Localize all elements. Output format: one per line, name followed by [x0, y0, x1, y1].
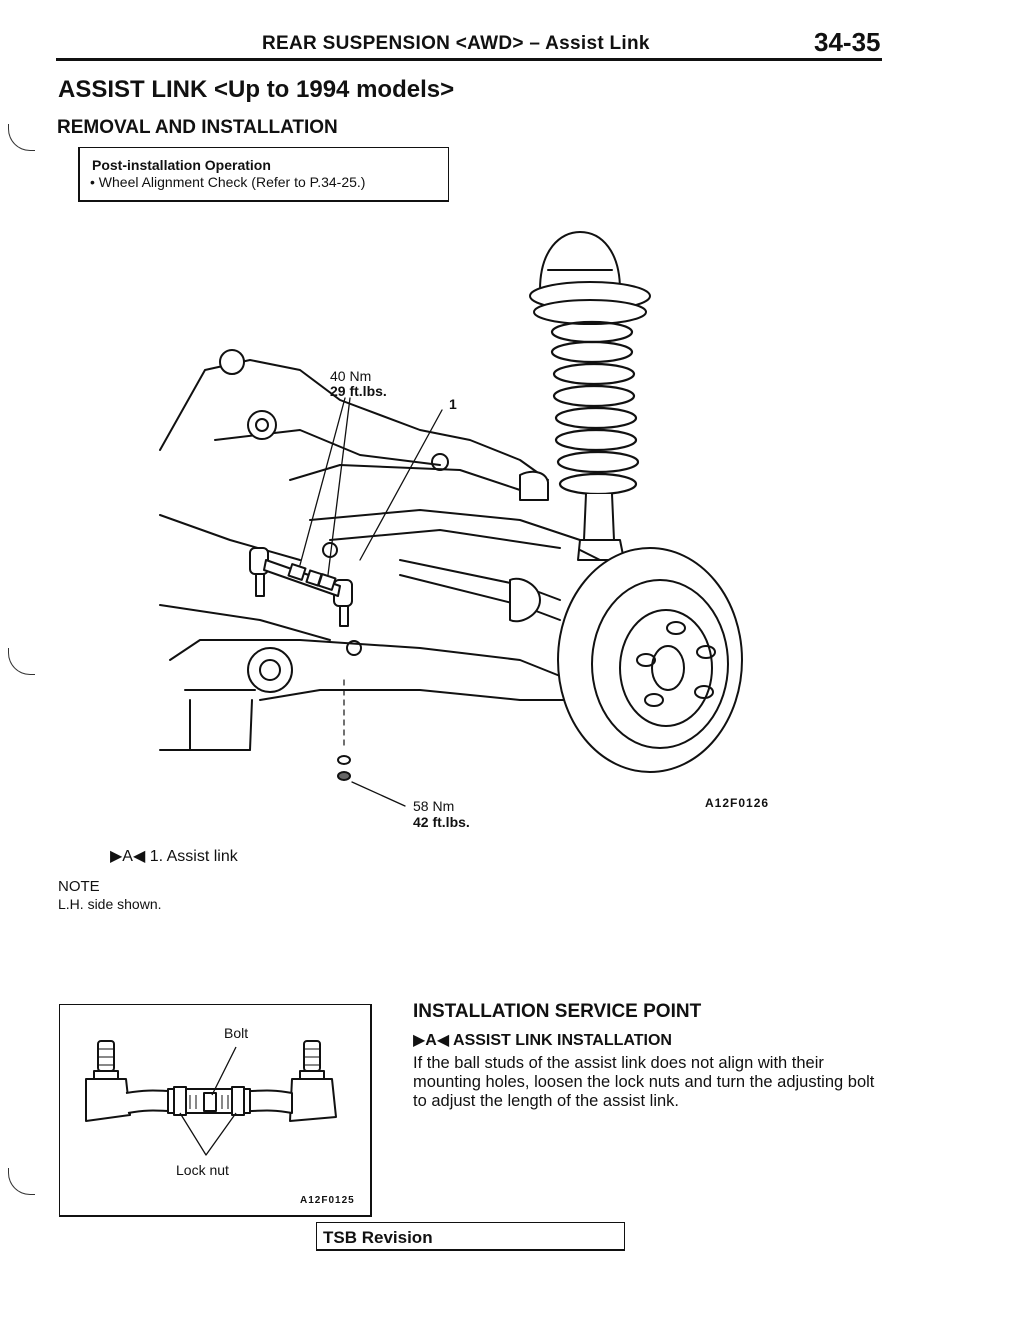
tsb-revision-box: TSB Revision — [316, 1222, 625, 1251]
detail-label-bolt: Bolt — [224, 1025, 249, 1041]
section-title: ASSIST LINK <Up to 1994 models> — [58, 76, 455, 103]
torque-top-ftlbs: 29 ft.lbs. — [330, 383, 387, 399]
note-text: L.H. side shown. — [58, 896, 162, 912]
torque-bottom-nm: 58 Nm — [413, 798, 455, 814]
detail-figure-code: A12F0125 — [300, 1195, 355, 1206]
part-callout-number: 1 — [449, 396, 457, 412]
service-point-subheading: ▶A◀ ASSIST LINK INSTALLATION — [413, 1032, 672, 1049]
section-subtitle: REMOVAL AND INSTALLATION — [57, 117, 338, 138]
assist-link-detail-drawing — [85, 1040, 337, 1156]
detail-label-locknut: Lock nut — [176, 1162, 229, 1178]
page-number: 34-35 — [814, 27, 881, 57]
tsb-revision-label: TSB Revision — [323, 1228, 433, 1247]
torque-top-nm: 40 Nm — [330, 368, 372, 384]
assist-link-detail-figure: Bolt Lock nut A12F0125 — [59, 1004, 372, 1217]
header-rule — [56, 58, 882, 61]
running-header-title: REAR SUSPENSION <AWD> – Assist Link — [262, 33, 650, 54]
note-title: NOTE — [58, 878, 100, 895]
post-installation-heading: Post-installation Operation — [92, 157, 271, 173]
service-point-body: If the ball studs of the assist link doe… — [413, 1054, 875, 1110]
main-figure-code: A12F0126 — [705, 796, 770, 810]
torque-bottom-ftlbs: 42 ft.lbs. — [413, 814, 470, 830]
post-installation-item: • Wheel Alignment Check (Refer to P.34-2… — [90, 174, 366, 190]
service-point-heading: INSTALLATION SERVICE POINT — [413, 1001, 702, 1022]
legend-item: ▶A◀ 1. Assist link — [110, 848, 238, 865]
post-installation-box: Post-installation Operation • Wheel Alig… — [78, 147, 449, 202]
